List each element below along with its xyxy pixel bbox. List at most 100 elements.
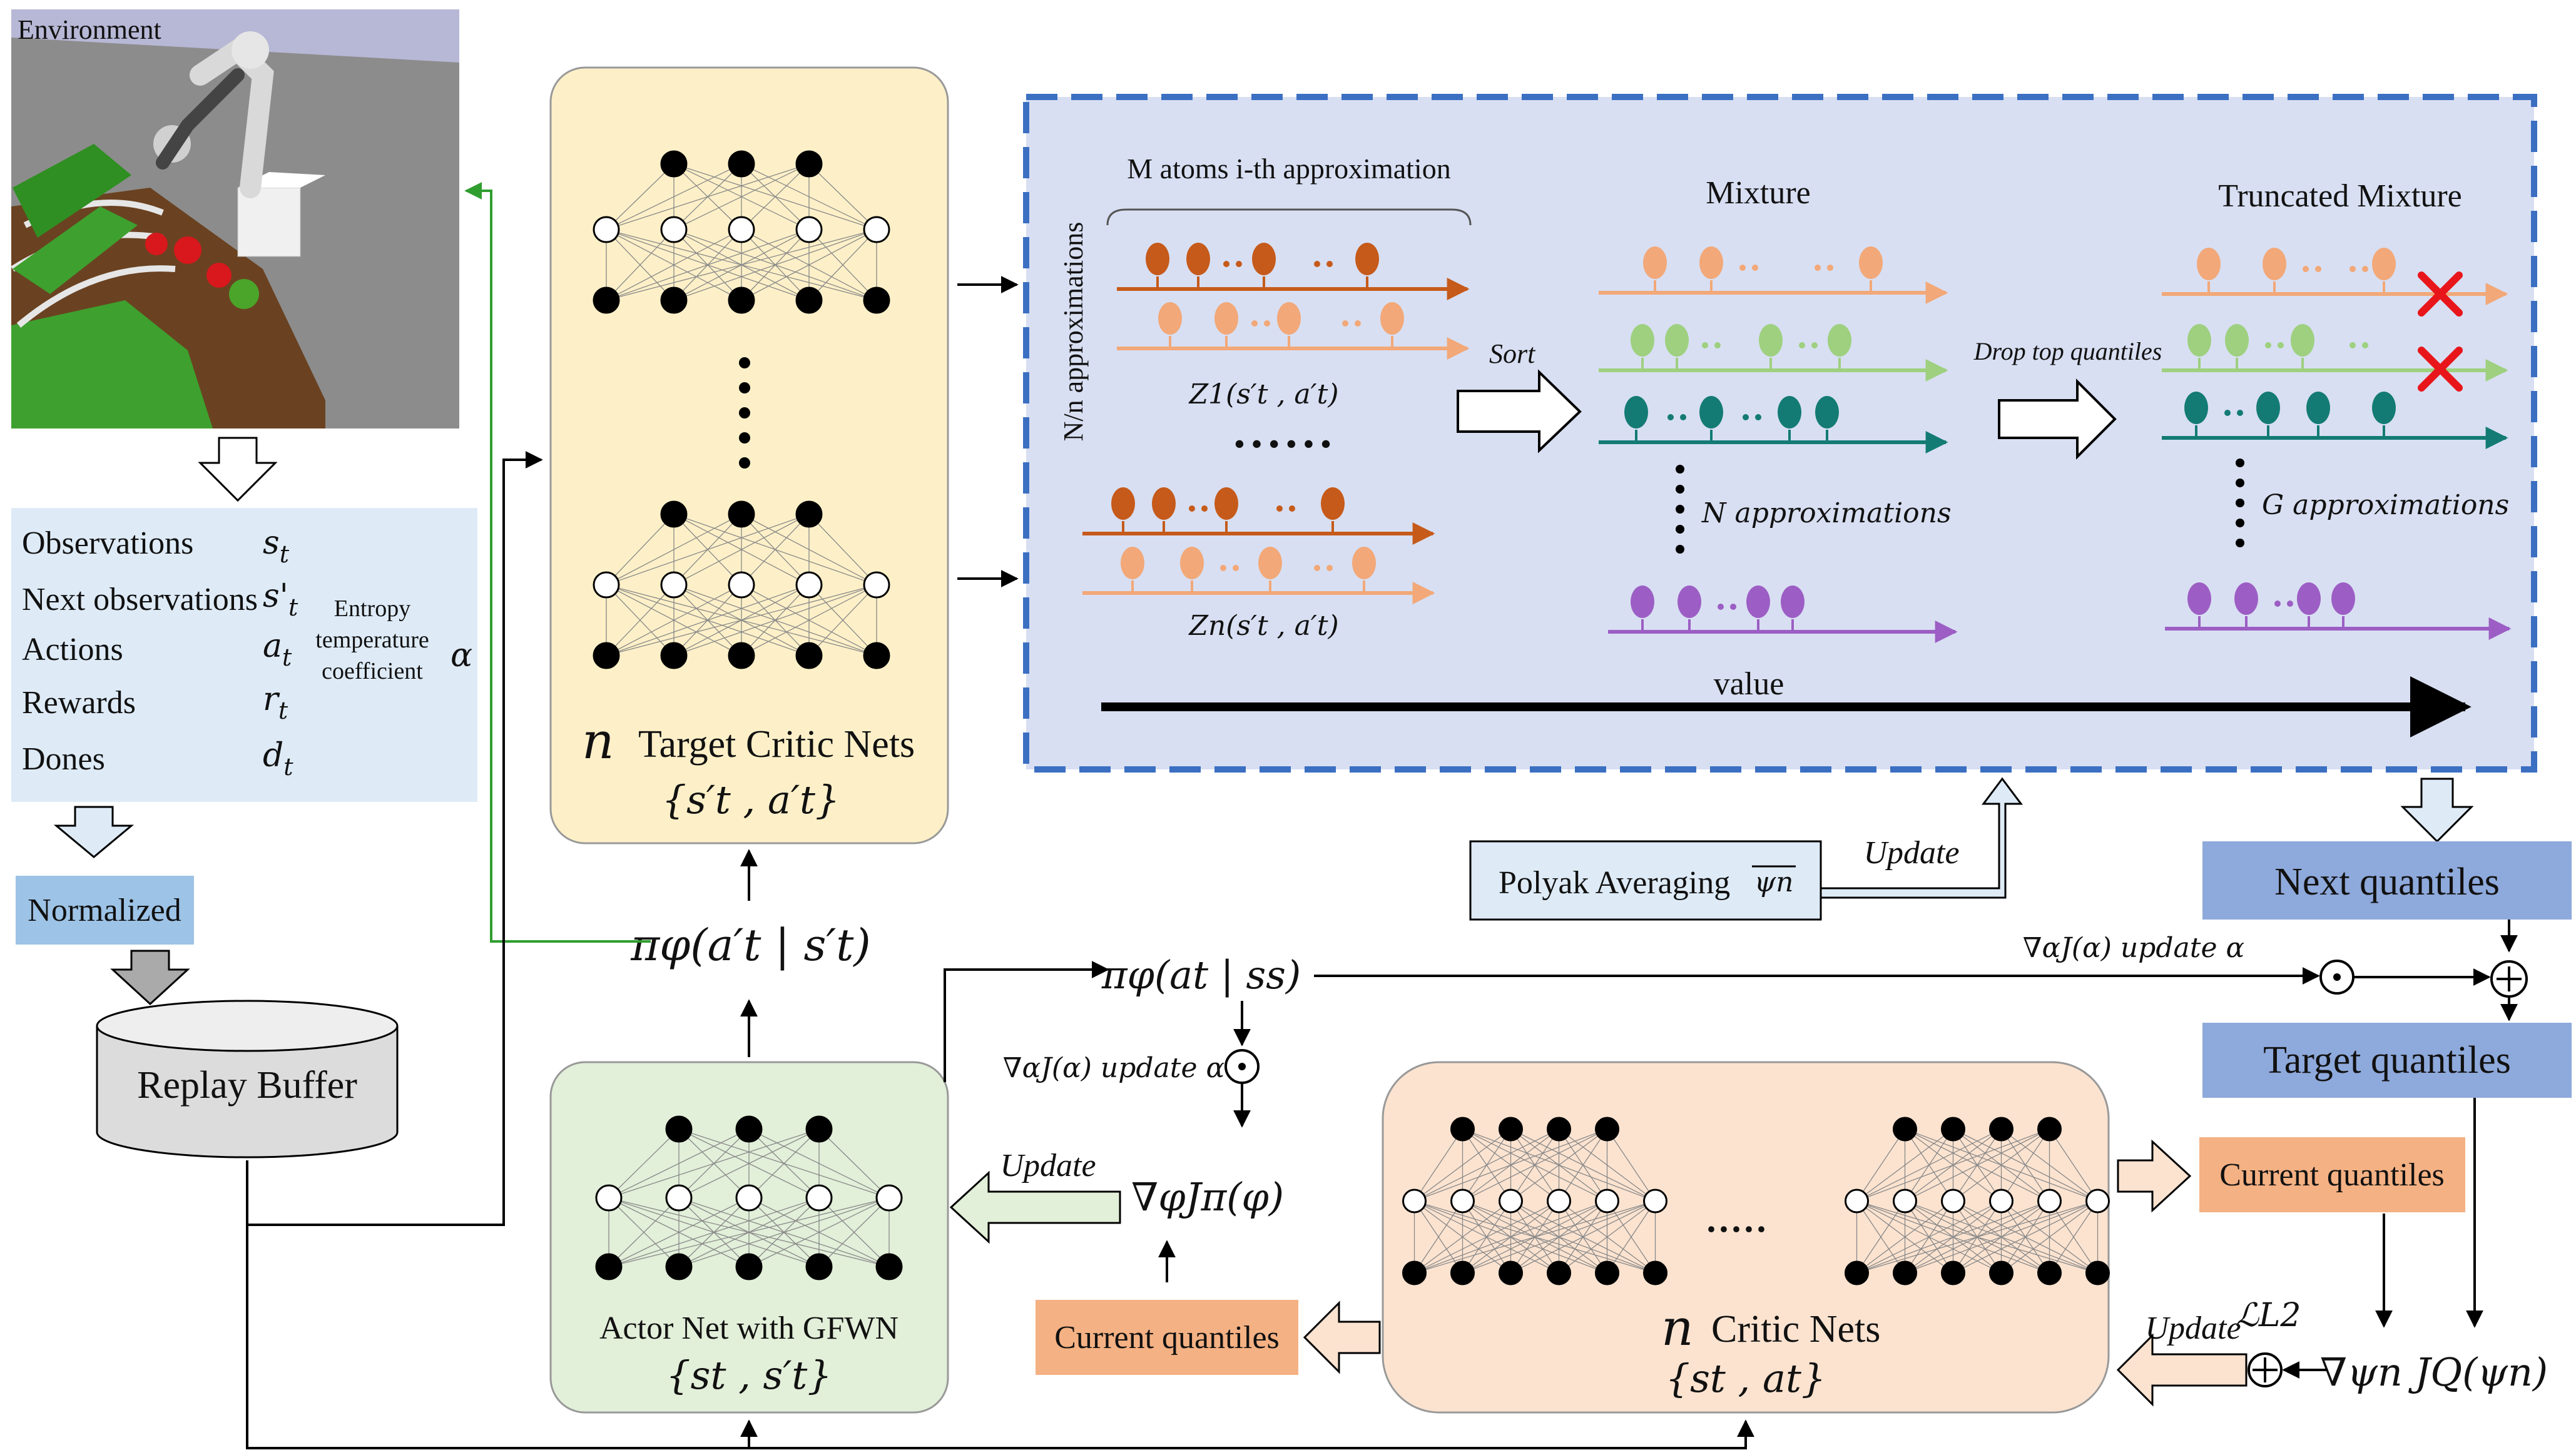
polyak-psi: ψn (1754, 866, 1794, 898)
quantile-atom (2372, 248, 2396, 294)
target-critic-title: Target Critic Nets (638, 723, 915, 766)
quantile-atom (1665, 324, 1689, 370)
normalized-down-arrow (110, 950, 190, 1006)
quantile-atom (2197, 248, 2221, 294)
env-down-arrow (198, 437, 278, 502)
z-dots: • • • • • • (1235, 428, 1331, 460)
hidden-neuron (735, 1184, 763, 1212)
arrow-buffer-to-target (246, 451, 543, 1226)
io-neuron (2037, 1117, 2062, 1142)
hidden-neuron (1941, 1189, 1965, 1214)
replay-buffer: Replay Buffer (96, 1000, 399, 1158)
next-quantiles-label: Next quantiles (2274, 861, 2500, 903)
atom-ellipsis-dot (1326, 261, 1333, 267)
target-critic-n: n (582, 712, 614, 770)
current-quantiles-left-box (1036, 1300, 1298, 1375)
replay-buffer-label: Replay Buffer (137, 1064, 357, 1107)
atom-ellipsis-dot (1743, 414, 1749, 420)
atom-ellipsis-dot (1702, 342, 1708, 348)
row-rewards: Rewards (22, 685, 136, 721)
normalized-label: Normalized (28, 893, 181, 928)
actor-title: Actor Net with GFWN (599, 1311, 899, 1346)
actor-inputs: {st , s′t} (666, 1352, 832, 1398)
sym-d: dt (263, 737, 293, 781)
quantile-atom (1380, 302, 1404, 348)
atom-ellipsis-dot (2278, 342, 2284, 348)
quantile-row (1599, 324, 1948, 382)
hidden-neuron (1499, 1189, 1523, 1214)
hidden-neuron (875, 1184, 903, 1212)
quantile-atom (1186, 243, 1210, 289)
hidden-neuron (2037, 1189, 2062, 1214)
io-neuron (805, 1253, 833, 1280)
quantile-atom (1111, 487, 1135, 534)
hidden-neuron (1450, 1189, 1475, 1214)
atom-ellipsis-dot (1355, 320, 1361, 327)
io-neuron (728, 642, 755, 669)
mixture-label: Mixture (1706, 175, 1811, 211)
io-neuron (660, 286, 688, 314)
quantile-atom (1815, 396, 1839, 442)
io-neuron (1402, 1260, 1427, 1285)
entropy-line3: coefficient (322, 658, 423, 684)
atom-ellipsis-dot (1815, 265, 1821, 271)
atom-ellipsis-dot (2362, 342, 2368, 348)
hidden-neuron (1845, 1189, 1869, 1214)
buffer-down-arrow (53, 806, 135, 858)
quantile-atom (1643, 246, 1667, 293)
hidden-neuron (795, 216, 823, 243)
row-observations: Observations (22, 525, 193, 561)
quantile-row (1082, 547, 1435, 604)
atom-ellipsis-dot (1220, 565, 1226, 571)
atom-ellipsis-dot (1201, 505, 1208, 512)
mixture-vdots (1676, 465, 1684, 554)
atom-ellipsis-dot (1342, 320, 1348, 327)
drop-arrow (1998, 378, 2117, 460)
atom-ellipsis-dot (1276, 505, 1283, 512)
quantile-atom (2225, 324, 2249, 370)
zn-label: Zn(s′t , a′t) (1188, 610, 1338, 642)
atom-ellipsis-dot (1251, 320, 1258, 327)
hidden-neuron (863, 216, 890, 243)
quantile-atom (1258, 547, 1282, 593)
quantile-atom (1631, 324, 1654, 370)
io-neuron (660, 642, 688, 669)
io-neuron (795, 150, 823, 178)
quantile-atom (1158, 302, 1182, 348)
quantile-atom (1152, 487, 1176, 534)
atom-ellipsis-dot (1233, 565, 1239, 571)
entropy-line1: Entropy (334, 596, 410, 622)
quantile-atom (1631, 586, 1654, 632)
hidden-neuron (805, 1184, 833, 1212)
atom-ellipsis-dot (2303, 266, 2309, 272)
row-actions: Actions (22, 632, 123, 667)
io-neuron (1450, 1260, 1475, 1285)
drop-label: Drop top quantiles (1973, 337, 2162, 365)
hidden-neuron (1402, 1189, 1427, 1214)
io-neuron (1547, 1260, 1571, 1285)
target-quantiles-label: Target quantiles (2263, 1039, 2511, 1082)
io-neuron (728, 286, 755, 314)
critic-box: ····· n Critic Nets {st , at} (1382, 1061, 2110, 1414)
quantile-atom (1677, 586, 1701, 632)
io-neuron (795, 642, 823, 669)
target-critic-net-bottom (593, 500, 890, 669)
target-critic-inputs: {s′t , a′t} (662, 777, 840, 823)
atom-ellipsis-dot (1236, 261, 1242, 267)
io-neuron (875, 1253, 903, 1280)
truncated-label: Truncated Mixture (2218, 178, 2461, 214)
quantile-atom (2187, 324, 2211, 370)
io-neuron (1941, 1117, 1965, 1142)
atom-ellipsis-dot (1739, 265, 1746, 271)
hidden-neuron (595, 1184, 623, 1212)
policy-next: πφ(a′t | s′t) (630, 920, 870, 971)
quantile-atom (2184, 392, 2208, 438)
update-actor-label: Update (1000, 1148, 1096, 1184)
current-quantiles-left-label: Current quantiles (1054, 1320, 1280, 1356)
atom-ellipsis-dot (1189, 505, 1195, 512)
quantile-atom (1146, 243, 1169, 289)
io-neuron (1893, 1260, 1917, 1285)
atom-ellipsis-dot (1714, 342, 1721, 348)
quantile-atom (1781, 586, 1805, 632)
